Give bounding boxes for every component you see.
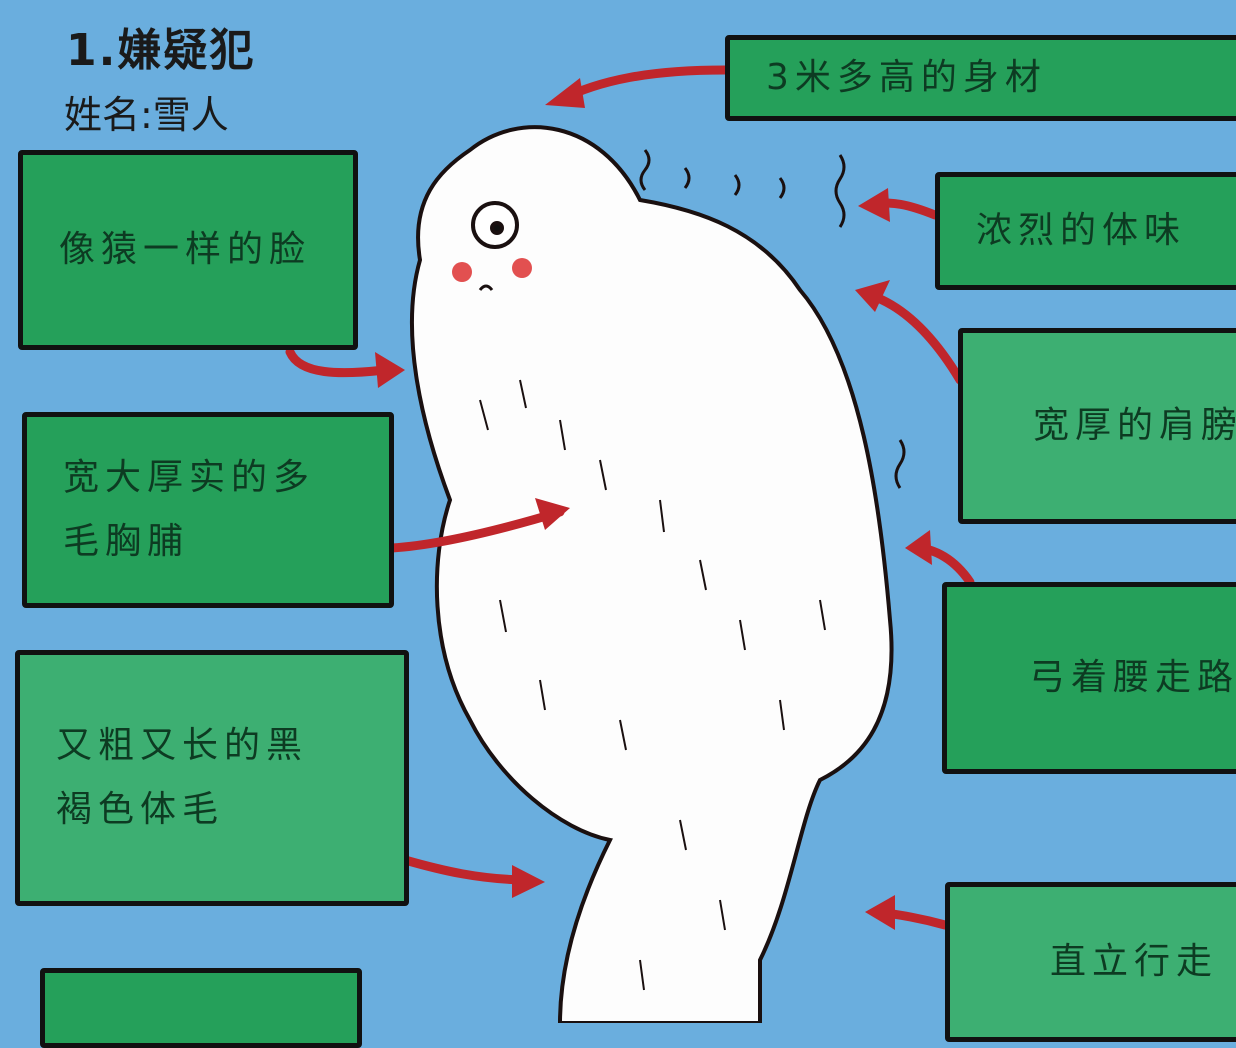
label-fur: 又粗又长的黑 褐色体毛 bbox=[15, 650, 409, 906]
fur-strokes bbox=[479, 379, 826, 991]
label-walking: 直立行走 bbox=[945, 882, 1236, 1042]
label-shoulders: 宽厚的肩膀 bbox=[958, 328, 1236, 524]
page-title: 1.嫌疑犯 bbox=[66, 25, 256, 76]
label-chest: 宽大厚实的多 毛胸脯 bbox=[22, 412, 394, 608]
label-text: 浓烈的体味 bbox=[976, 210, 1187, 251]
label-text: 直立行走 bbox=[1050, 941, 1219, 982]
label-empty-box bbox=[40, 968, 362, 1048]
label-smell: 浓烈的体味 bbox=[935, 172, 1236, 290]
arrow-heads bbox=[375, 78, 932, 930]
label-text: 3米多高的身材 bbox=[766, 57, 1047, 98]
label-text: 宽大厚实的多 毛胸脯 bbox=[63, 457, 316, 562]
label-text: 又粗又长的黑 褐色体毛 bbox=[56, 725, 309, 830]
yeti-figure bbox=[410, 125, 894, 1023]
label-text: 弓着腰走路 bbox=[1029, 657, 1236, 698]
label-posture: 弓着腰走路 bbox=[942, 582, 1236, 774]
label-face: 像猿一样的脸 bbox=[18, 150, 358, 350]
label-height: 3米多高的身材 bbox=[725, 35, 1236, 121]
smell-lines bbox=[639, 149, 906, 489]
yeti-illustration bbox=[285, 65, 975, 1023]
label-text: 像猿一样的脸 bbox=[59, 229, 312, 270]
suspect-name: 姓名:雪人 bbox=[64, 93, 229, 137]
label-text: 宽厚的肩膀 bbox=[1033, 405, 1236, 446]
